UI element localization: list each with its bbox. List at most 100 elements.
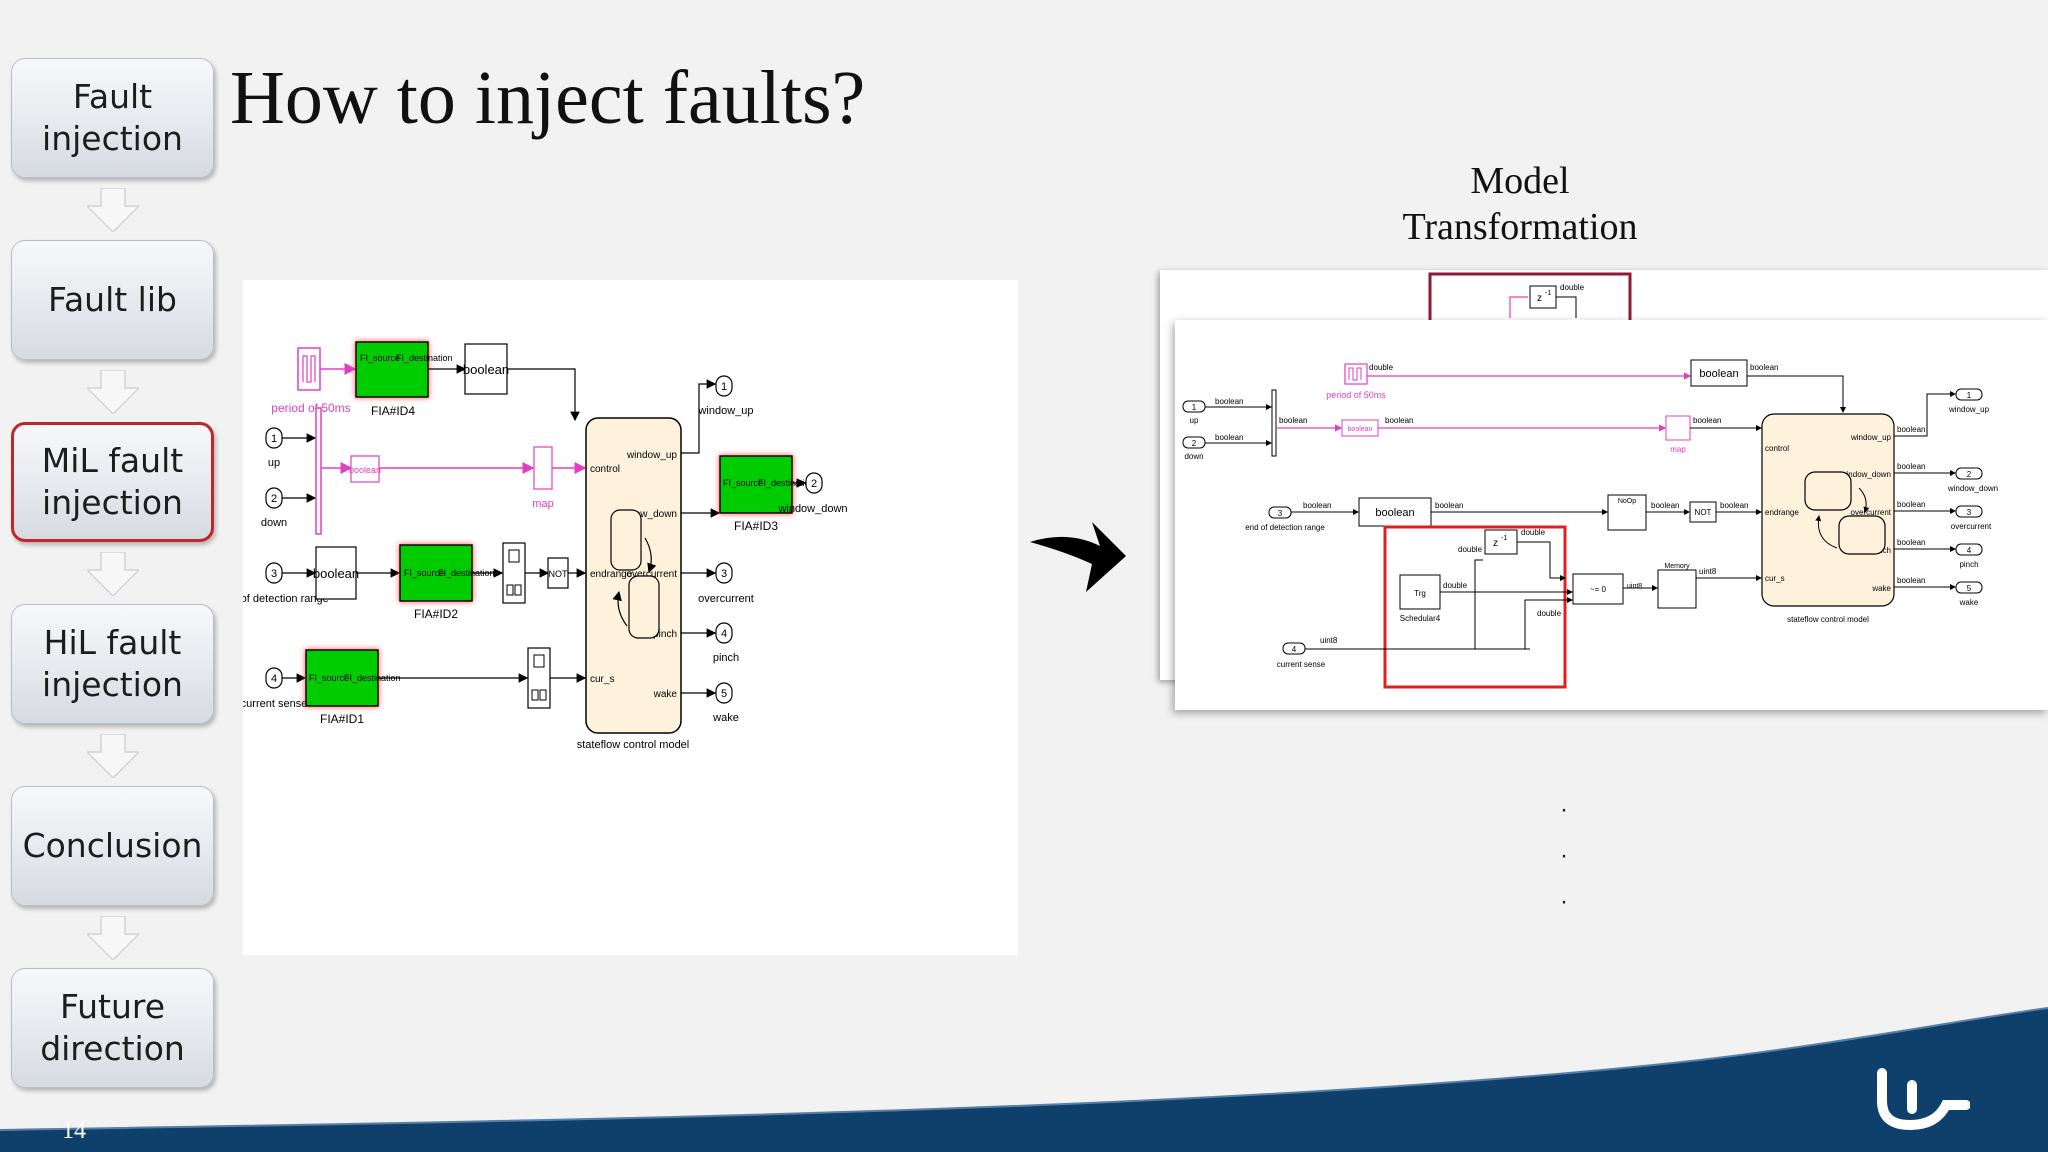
fia-id2-block: [399, 544, 473, 602]
model-transformation-label: Model Transformation: [1402, 160, 1638, 248]
right-switch-signal: uint8: [1627, 583, 1642, 590]
chevron-down-icon: [87, 370, 139, 414]
outport-4-label: pinch: [713, 652, 739, 664]
injected-fault-highlight: [1383, 525, 1567, 689]
right-memory-signal: uint8: [1699, 567, 1717, 576]
fia-id4-label: FIA#ID4: [371, 404, 415, 418]
right-delay-out-signal: double: [1521, 528, 1546, 537]
slide-title: How to inject faults?: [230, 56, 866, 140]
nav-step-fault-injection[interactable]: Fault injection: [11, 58, 214, 178]
right-noop-signal: boolean: [1651, 501, 1679, 510]
right-state-1: [1804, 471, 1852, 511]
port-overcurrent: overcurrent: [626, 569, 677, 580]
right-delay-block: [1484, 529, 1518, 555]
outport-2-number: 2: [811, 478, 817, 490]
right-outport-4: [1955, 543, 1983, 556]
right-inport-2-number: 2: [1192, 439, 1197, 448]
nav-step-future-direction[interactable]: Future direction: [11, 968, 214, 1088]
fia-id3-label: FIA#ID3: [734, 519, 778, 533]
mux-block: [315, 407, 322, 535]
left-simulink-diagram: period of 50ms FI_source FI_destination …: [219, 280, 1018, 955]
right-inport-2-label: down: [1184, 452, 1203, 461]
boolean-convert-label: boolean: [349, 465, 381, 475]
right-map-signal: boolean: [1693, 416, 1721, 425]
right-outport-3-number: 3: [1967, 508, 1972, 517]
right-scheduler-label: Schedular4: [1400, 614, 1441, 623]
right-inport-1-number: 1: [1192, 403, 1197, 412]
fia-id4-source-port: FI_source: [360, 353, 400, 363]
stateflow-label: stateflow control model: [577, 739, 690, 751]
right-boolean-mid-label: boolean: [1375, 507, 1414, 519]
right-outport-1: [1955, 388, 1983, 401]
port-window-down: window_down: [613, 509, 677, 520]
outport-1: [715, 375, 733, 397]
right-boolean-top-signal: boolean: [1750, 363, 1778, 372]
state-2: [628, 575, 660, 639]
right-diagram-canvas: period of 50ms double boolean boolean 1 …: [1182, 359, 1998, 689]
right-outport-3-label: overcurrent: [1951, 522, 1992, 531]
right-scheduler-block: [1399, 574, 1441, 610]
back-delay-label: z: [1537, 293, 1542, 304]
chevron-down-icon: [87, 734, 139, 778]
pulse-label: period of 50ms: [271, 401, 350, 415]
page-number: 14: [62, 1118, 86, 1144]
inport-3-number: 3: [271, 568, 277, 580]
right-not-signal: boolean: [1720, 501, 1748, 510]
fia-id3-destination-port: FI_destination: [758, 478, 815, 488]
right-switch-label: ~= 0: [1590, 585, 1607, 594]
fia-id1-block: [305, 649, 379, 707]
right-memory-block: [1657, 569, 1697, 609]
not-label-left: NOT: [549, 569, 569, 579]
right-outport-3: [1955, 505, 1983, 518]
right-scheduler-trigger: Trg: [1414, 589, 1426, 598]
transformed-model-diagram: period of 50ms double boolean boolean 1 …: [1175, 320, 2048, 710]
chevron-down-icon: [87, 916, 139, 960]
right-inport-3-number: 3: [1278, 509, 1283, 518]
inport-4-label: current sense: [243, 698, 307, 710]
port-cur-s: cur_s: [590, 674, 614, 685]
right-boolean-convert-label: boolean: [1348, 426, 1373, 433]
right-boolean-top-label: boolean: [1699, 368, 1738, 380]
right-outport-1-number: 1: [1967, 391, 1972, 400]
outport-1-number: 1: [721, 381, 727, 393]
fia-id1-source-port: FI_source: [309, 673, 349, 683]
fia-id3-source-port: FI_source: [723, 478, 763, 488]
right-boolean-block-top: [1690, 359, 1748, 387]
right-delay-exponent: -1: [1501, 535, 1507, 542]
port-wake: wake: [653, 689, 678, 700]
nav-step-conclusion[interactable]: Conclusion: [11, 786, 214, 906]
right-memory-label: Memory: [1664, 563, 1690, 570]
fia-id4-block: [355, 341, 429, 398]
right-port-endrange: endrange: [1765, 508, 1799, 517]
fia-id1-label: FIA#ID1: [320, 712, 364, 726]
nav-step-hil-fault-injection[interactable]: HiL fault injection: [11, 604, 214, 724]
back-delay-exponent: -1: [1545, 290, 1551, 297]
right-inport-3-label: end of detection range: [1245, 523, 1325, 532]
inport-1-label: up: [268, 457, 280, 469]
right-outport-2-label: window_down: [1947, 484, 1998, 493]
curved-arrow-icon: [1030, 522, 1126, 592]
right-switch-block: [1572, 573, 1624, 605]
right-port-control: control: [1765, 444, 1789, 453]
outport-4: [715, 622, 733, 644]
inport-2-number: 2: [271, 493, 277, 505]
right-boolean-convert-signal: boolean: [1385, 416, 1413, 425]
state-1: [610, 509, 642, 571]
outport-5-label: wake: [712, 712, 739, 724]
right-not-label: NOT: [1695, 508, 1712, 517]
right-out4-signal: boolean: [1897, 538, 1925, 547]
nav-step-fault-lib[interactable]: Fault lib: [11, 240, 214, 360]
right-boolean-block-mid: [1358, 497, 1432, 527]
outport-2: [805, 472, 823, 494]
outport-3-label: overcurrent: [698, 593, 754, 605]
right-out5-signal: boolean: [1897, 576, 1925, 585]
map-label: map: [532, 498, 553, 510]
right-outport-1-label: window_up: [1948, 405, 1990, 414]
port-pinch: pinch: [653, 629, 677, 640]
nav-step-mil-fault-injection[interactable]: MiL fault injection: [11, 422, 214, 542]
inport-2-label: down: [261, 517, 287, 529]
right-boolean-mid-signal: boolean: [1435, 501, 1463, 510]
inport-1-number: 1: [271, 433, 277, 445]
right-delay-in-signal: double: [1458, 545, 1483, 554]
right-in4-signal: uint8: [1320, 636, 1338, 645]
